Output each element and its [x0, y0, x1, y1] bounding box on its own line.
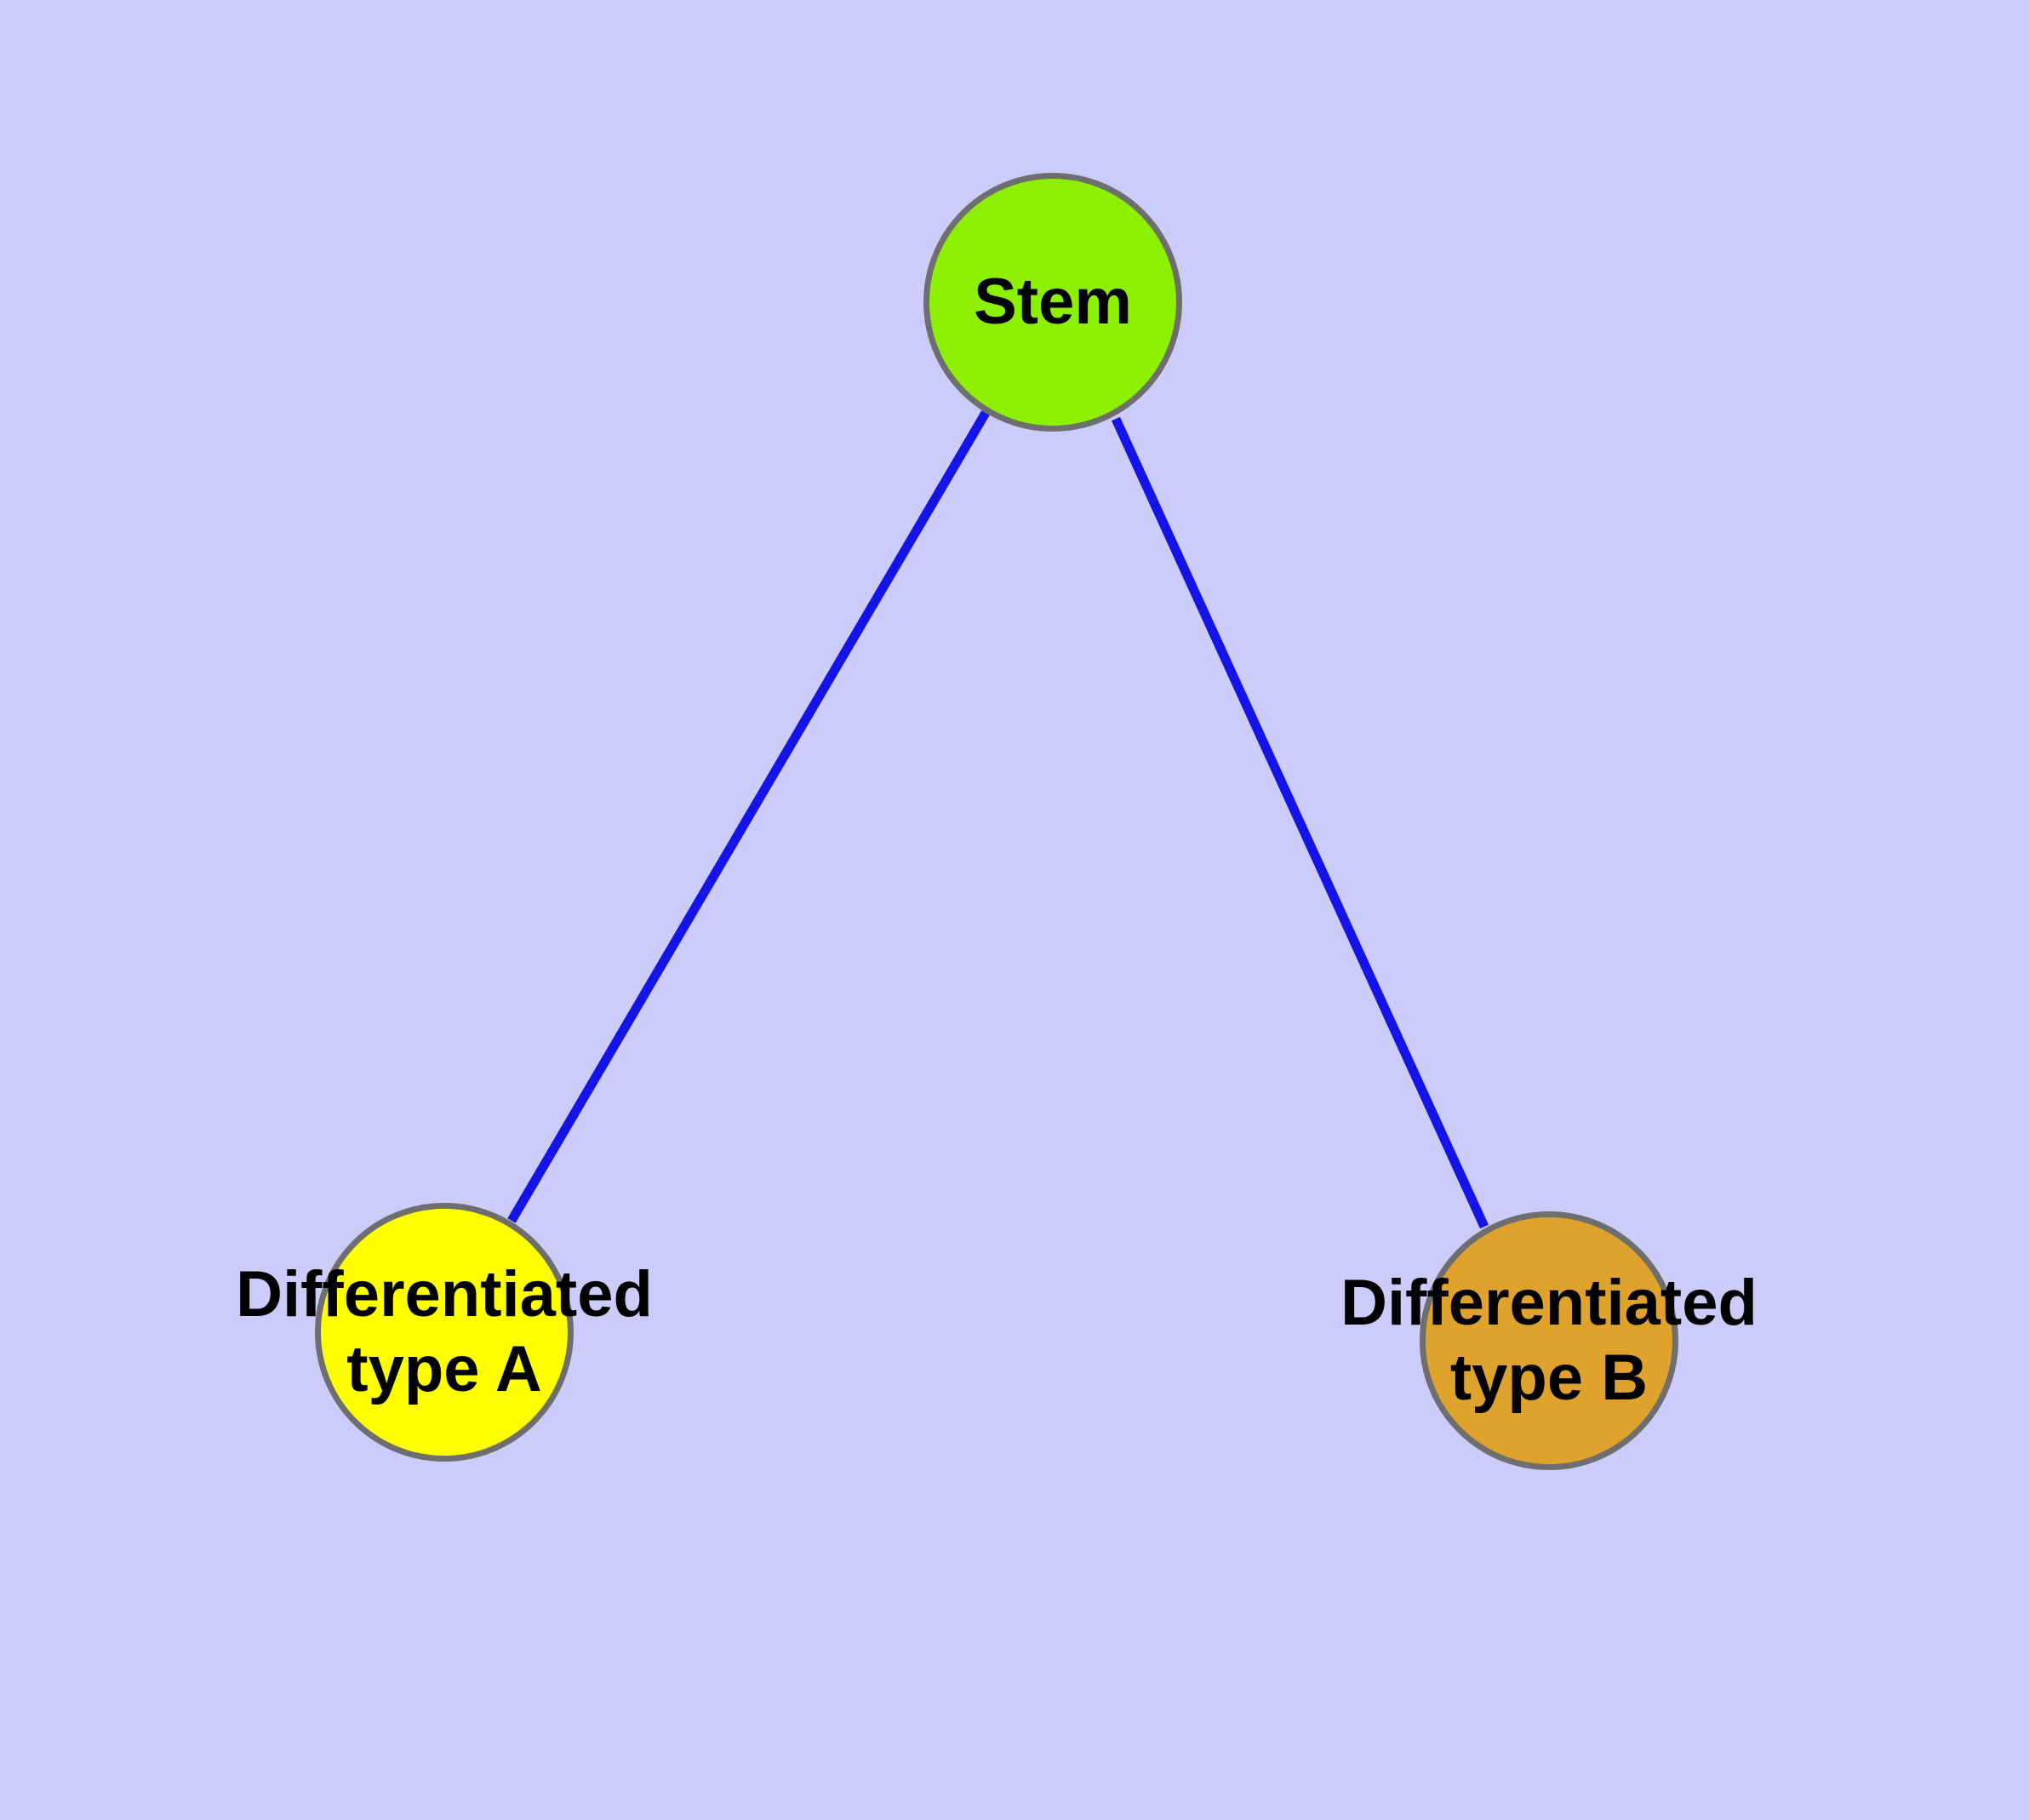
- node-stem[interactable]: [923, 173, 1182, 432]
- edge-stem-to-type-a: [507, 410, 990, 1223]
- node-differentiated-type-b[interactable]: [1420, 1211, 1678, 1470]
- edge-stem-to-type-b: [1111, 416, 1489, 1229]
- node-differentiated-type-a[interactable]: [315, 1203, 574, 1462]
